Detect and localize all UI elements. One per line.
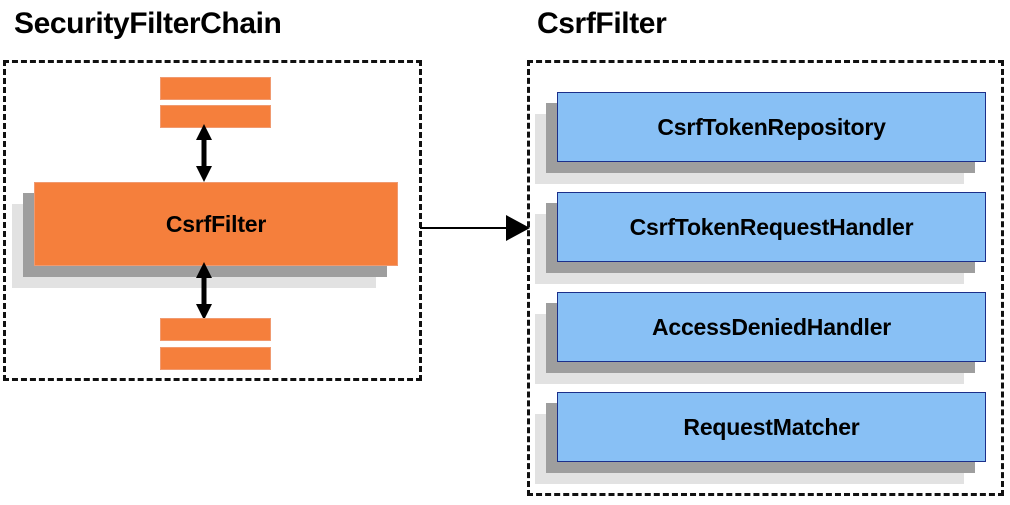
filter-bar-top-1 (160, 77, 271, 100)
component-box-label: CsrfTokenRequestHandler (557, 192, 986, 262)
component-box-label: AccessDeniedHandler (557, 292, 986, 362)
double-arrow-up-icon (196, 124, 212, 182)
component-box-csrf-token-request-handler[interactable]: CsrfTokenRequestHandler (535, 192, 986, 284)
double-arrow-down-icon (196, 262, 212, 320)
security-filter-chain-panel (3, 60, 422, 381)
component-box-access-denied-handler[interactable]: AccessDeniedHandler (535, 292, 986, 384)
csrf-filter-panel (527, 60, 1004, 496)
connector-arrow-right-icon (420, 215, 530, 241)
filter-bar-bottom-1 (160, 318, 271, 341)
component-box-label: RequestMatcher (557, 392, 986, 462)
csrf-filter-box[interactable]: CsrfFilter (12, 182, 398, 288)
component-box-csrf-token-repository[interactable]: CsrfTokenRepository (535, 92, 986, 184)
component-box-label: CsrfTokenRepository (557, 92, 986, 162)
right-panel-title: CsrfFilter (537, 7, 667, 40)
filter-bar-top-2 (160, 105, 271, 128)
csrf-filter-box-label: CsrfFilter (34, 182, 398, 266)
component-box-request-matcher[interactable]: RequestMatcher (535, 392, 986, 484)
left-panel-title: SecurityFilterChain (14, 7, 282, 40)
filter-bar-bottom-2 (160, 347, 271, 370)
